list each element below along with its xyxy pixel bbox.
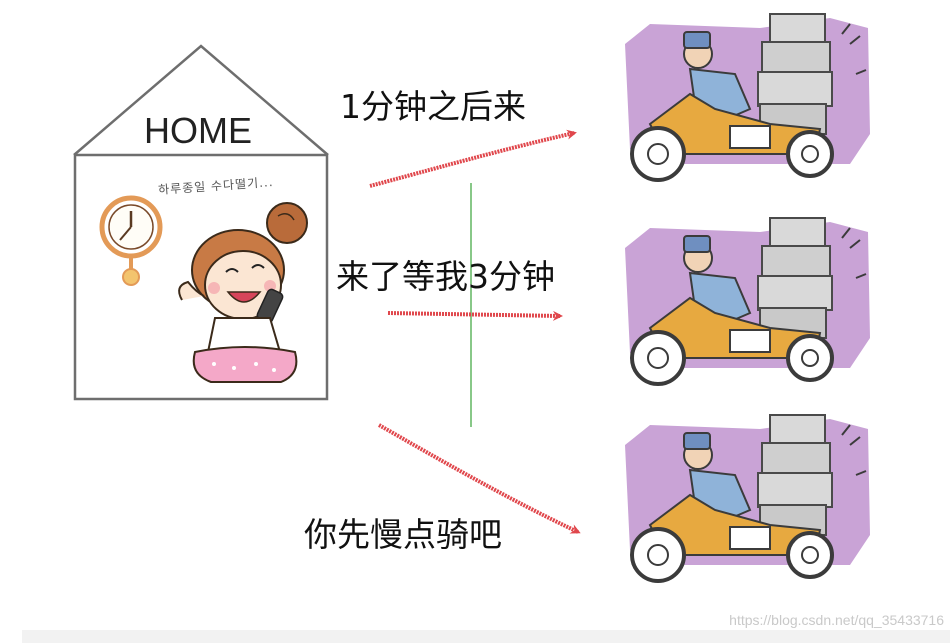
- arrow-2: [387, 310, 563, 321]
- arrows: [369, 129, 581, 534]
- girl-illustration: [178, 202, 308, 383]
- house-roof: [73, 44, 329, 156]
- message-1: 1分钟之后来: [340, 87, 526, 126]
- arrow-1: [369, 129, 577, 188]
- message-3: 你先慢点骑吧: [304, 515, 502, 554]
- house-title: HOME: [144, 110, 252, 151]
- message-2: 来了等我3分钟: [336, 257, 555, 296]
- delivery-scooter-3: [623, 413, 872, 583]
- delivery-scooter-2: [623, 216, 872, 386]
- delivery-scooter-1: [623, 12, 872, 182]
- watermark: https://blog.csdn.net/qq_35433716: [729, 612, 944, 628]
- arrow-3: [378, 423, 581, 534]
- clock-icon: [99, 195, 163, 286]
- footer-bar: [22, 630, 950, 643]
